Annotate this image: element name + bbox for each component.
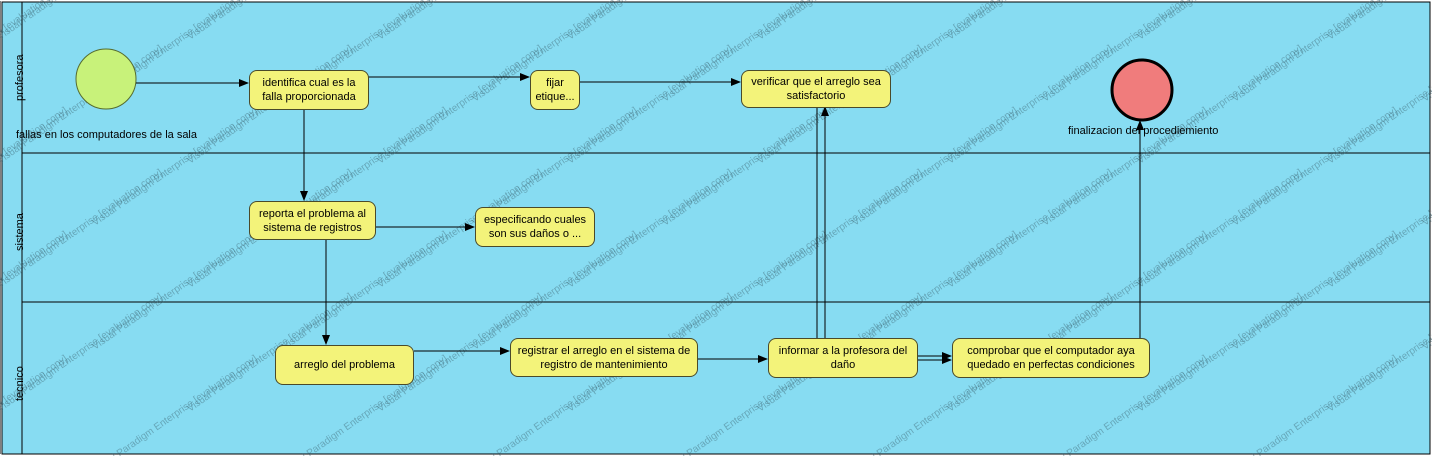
end-node[interactable] [1110, 58, 1174, 122]
lane-label-profesora: profesora [14, 54, 26, 101]
start-node[interactable] [75, 48, 137, 110]
action-comprobar[interactable]: comprobar que el computador aya quedado … [952, 338, 1150, 378]
lane-label-tecnico: tecnico [14, 366, 26, 401]
lane-header-column [1, 1, 23, 455]
action-identifica[interactable]: identifica cual es la falla proporcionad… [249, 70, 369, 110]
lane-tecnico [21, 301, 1431, 455]
action-fijar[interactable]: fijar etique... [530, 70, 580, 110]
action-especificando[interactable]: especificando cuales son sus daños o ... [475, 207, 595, 247]
action-informar[interactable]: informar a la profesora del daño [768, 338, 918, 378]
flow-edges [136, 73, 1144, 364]
start-node-caption: fallas en los computadores de la sala [16, 129, 197, 141]
action-verificar[interactable]: verificar que el arreglo sea satisfactor… [741, 70, 891, 108]
action-registrar[interactable]: registrar el arreglo en el sistema de re… [510, 338, 698, 377]
lane-label-sistema: sistema [14, 213, 26, 251]
action-arreglo[interactable]: arreglo del problema [275, 345, 414, 385]
end-node-caption: finalizacion del procediemiento [1068, 125, 1219, 137]
action-reporta[interactable]: reporta el problema al sistema de regist… [249, 201, 376, 240]
